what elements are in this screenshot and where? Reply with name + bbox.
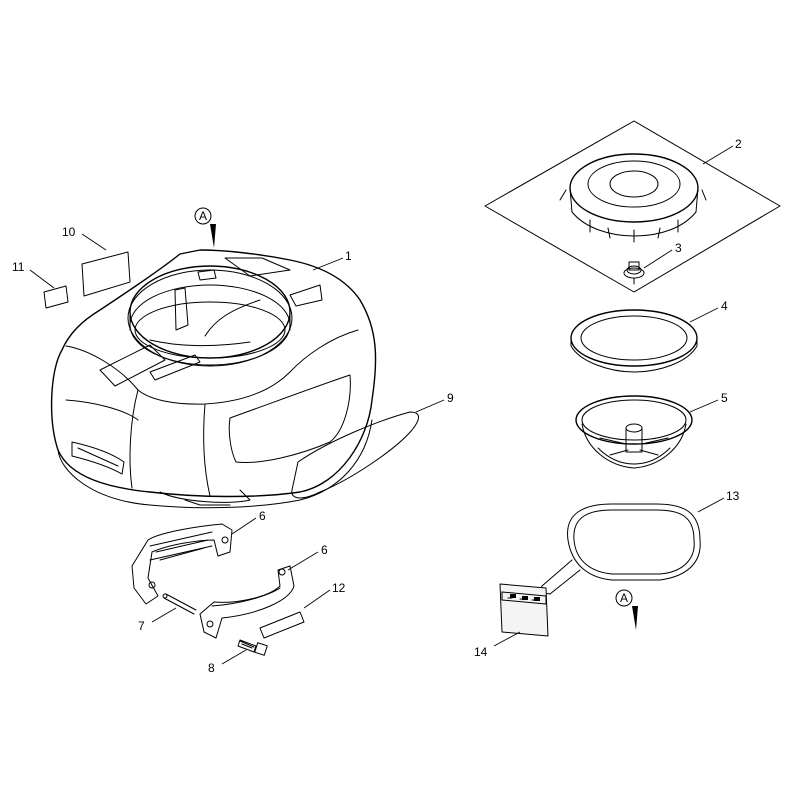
marker-a-right-text: A (620, 591, 628, 605)
marker-a-left-text: A (199, 209, 207, 223)
callout-12: 12 (332, 581, 346, 595)
callout-numbers: 1 2 3 4 5 6 6 7 8 9 10 11 12 13 14 (12, 137, 742, 675)
part-3-valve (623, 261, 645, 285)
callout-6a: 6 (259, 509, 266, 523)
part-8-bolt (237, 639, 268, 656)
callout-6b: 6 (321, 543, 328, 557)
part-10-decal (81, 251, 131, 297)
callout-14: 14 (474, 645, 488, 659)
part-11-decal (43, 285, 69, 309)
part-7-pin (162, 593, 197, 615)
callout-7: 7 (138, 619, 145, 633)
callout-8: 8 (208, 661, 215, 675)
marker-a-left: A (194, 207, 216, 248)
callout-11: 11 (12, 260, 25, 274)
callout-13: 13 (726, 489, 740, 503)
leader-lines (29, 145, 734, 665)
part-5-strainer (575, 395, 693, 469)
part-1-tank (50, 249, 377, 509)
callout-4: 4 (721, 299, 728, 313)
part-14-card (499, 583, 549, 637)
callout-3: 3 (675, 241, 682, 255)
part-2-cap (484, 120, 781, 293)
part-12-strip (259, 611, 305, 639)
part-6-bracket-a (131, 523, 233, 605)
callout-2: 2 (735, 137, 742, 151)
callout-5: 5 (721, 391, 728, 405)
callout-1: 1 (345, 249, 352, 263)
part-13-gasket (537, 503, 701, 595)
part-9-label (291, 411, 419, 499)
part-4-gasket (570, 309, 698, 373)
callout-9: 9 (447, 391, 454, 405)
marker-a-right: A (615, 589, 638, 630)
part-6-bracket-b (199, 565, 295, 639)
callout-10: 10 (62, 225, 76, 239)
